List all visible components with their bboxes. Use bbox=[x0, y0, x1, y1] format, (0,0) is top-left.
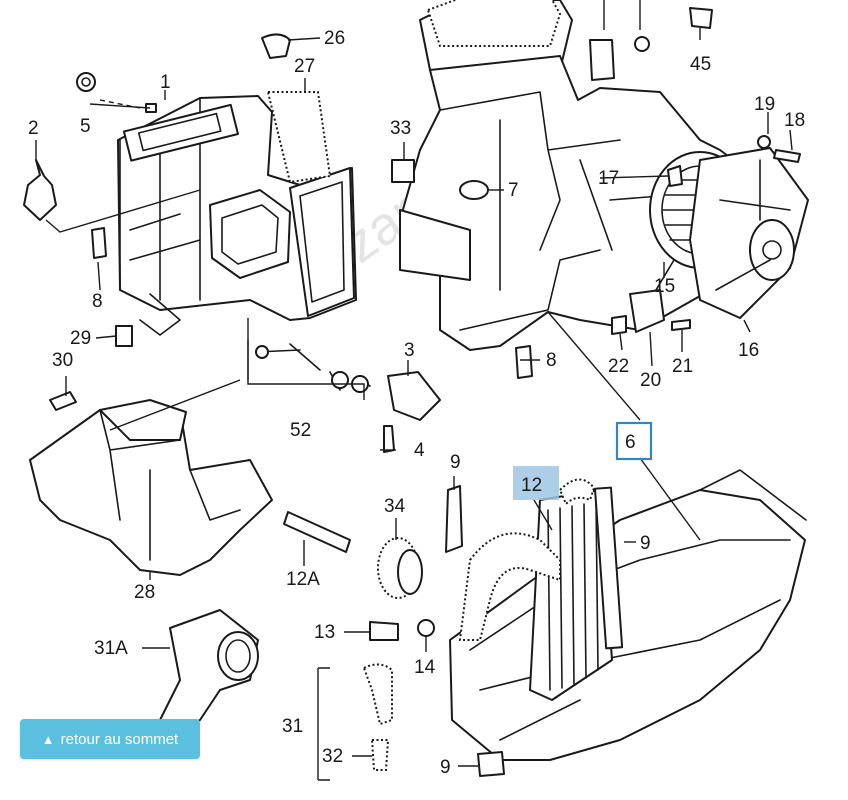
callout-33: 33 bbox=[390, 118, 411, 139]
small-parts bbox=[23, 7, 801, 777]
leader-lines bbox=[35, 0, 793, 781]
callout-6-highlight bbox=[615, 421, 653, 461]
callout-20: 20 bbox=[640, 370, 661, 391]
callout-9a: 9 bbox=[450, 452, 461, 473]
callout-18: 18 bbox=[784, 110, 805, 131]
callout-12a: 12A bbox=[286, 569, 320, 590]
callout-27: 27 bbox=[294, 56, 315, 77]
callout-6: 6 bbox=[625, 432, 636, 453]
callout-3: 3 bbox=[404, 340, 415, 361]
callout-12-highlight bbox=[513, 466, 559, 500]
callout-7: 7 bbox=[508, 180, 519, 201]
chevron-up-icon: ▲ bbox=[41, 731, 55, 747]
callout-8b: 8 bbox=[546, 350, 557, 371]
callouts: 1 2 3 4 5 6 7 8 8 9 9 9 12 12A 13 14 15 … bbox=[28, 28, 805, 778]
back-to-top-label: retour au sommet bbox=[60, 730, 179, 748]
callout-45: 45 bbox=[690, 54, 711, 75]
callout-52: 52 bbox=[290, 420, 311, 441]
callout-28: 28 bbox=[134, 582, 155, 603]
refrigerant-hoses bbox=[362, 478, 596, 771]
callout-15: 15 bbox=[654, 276, 675, 297]
callout-2: 2 bbox=[28, 118, 39, 139]
callout-12: 12 bbox=[521, 475, 542, 496]
evaporator-housing-lower bbox=[449, 469, 807, 761]
callout-22: 22 bbox=[608, 356, 629, 377]
callout-16: 16 bbox=[738, 340, 759, 361]
callout-4: 4 bbox=[414, 440, 425, 461]
fan-cover-part-16 bbox=[689, 147, 809, 319]
callout-14: 14 bbox=[414, 657, 436, 678]
callout-9b: 9 bbox=[640, 533, 651, 554]
callout-26: 26 bbox=[324, 28, 345, 49]
callout-29: 29 bbox=[70, 328, 91, 349]
lower-duct-part-28 bbox=[29, 399, 273, 576]
heater-housing-part-1 bbox=[117, 95, 357, 336]
callout-9c: 9 bbox=[440, 757, 451, 778]
callout-8a: 8 bbox=[92, 291, 103, 312]
callout-31: 31 bbox=[282, 716, 303, 737]
callout-31a: 31A bbox=[94, 638, 128, 659]
callout-21: 21 bbox=[672, 356, 693, 377]
callout-19: 19 bbox=[754, 94, 775, 115]
callout-32: 32 bbox=[322, 746, 343, 767]
back-to-top-button[interactable]: ▲ retour au sommet bbox=[20, 719, 200, 759]
callout-1: 1 bbox=[160, 72, 171, 93]
callout-34: 34 bbox=[384, 496, 406, 517]
callout-13: 13 bbox=[314, 622, 335, 643]
callout-17: 17 bbox=[598, 168, 619, 189]
callout-30: 30 bbox=[52, 350, 73, 371]
callout-5: 5 bbox=[80, 116, 91, 137]
blower-housing-part-6 bbox=[399, 0, 761, 351]
